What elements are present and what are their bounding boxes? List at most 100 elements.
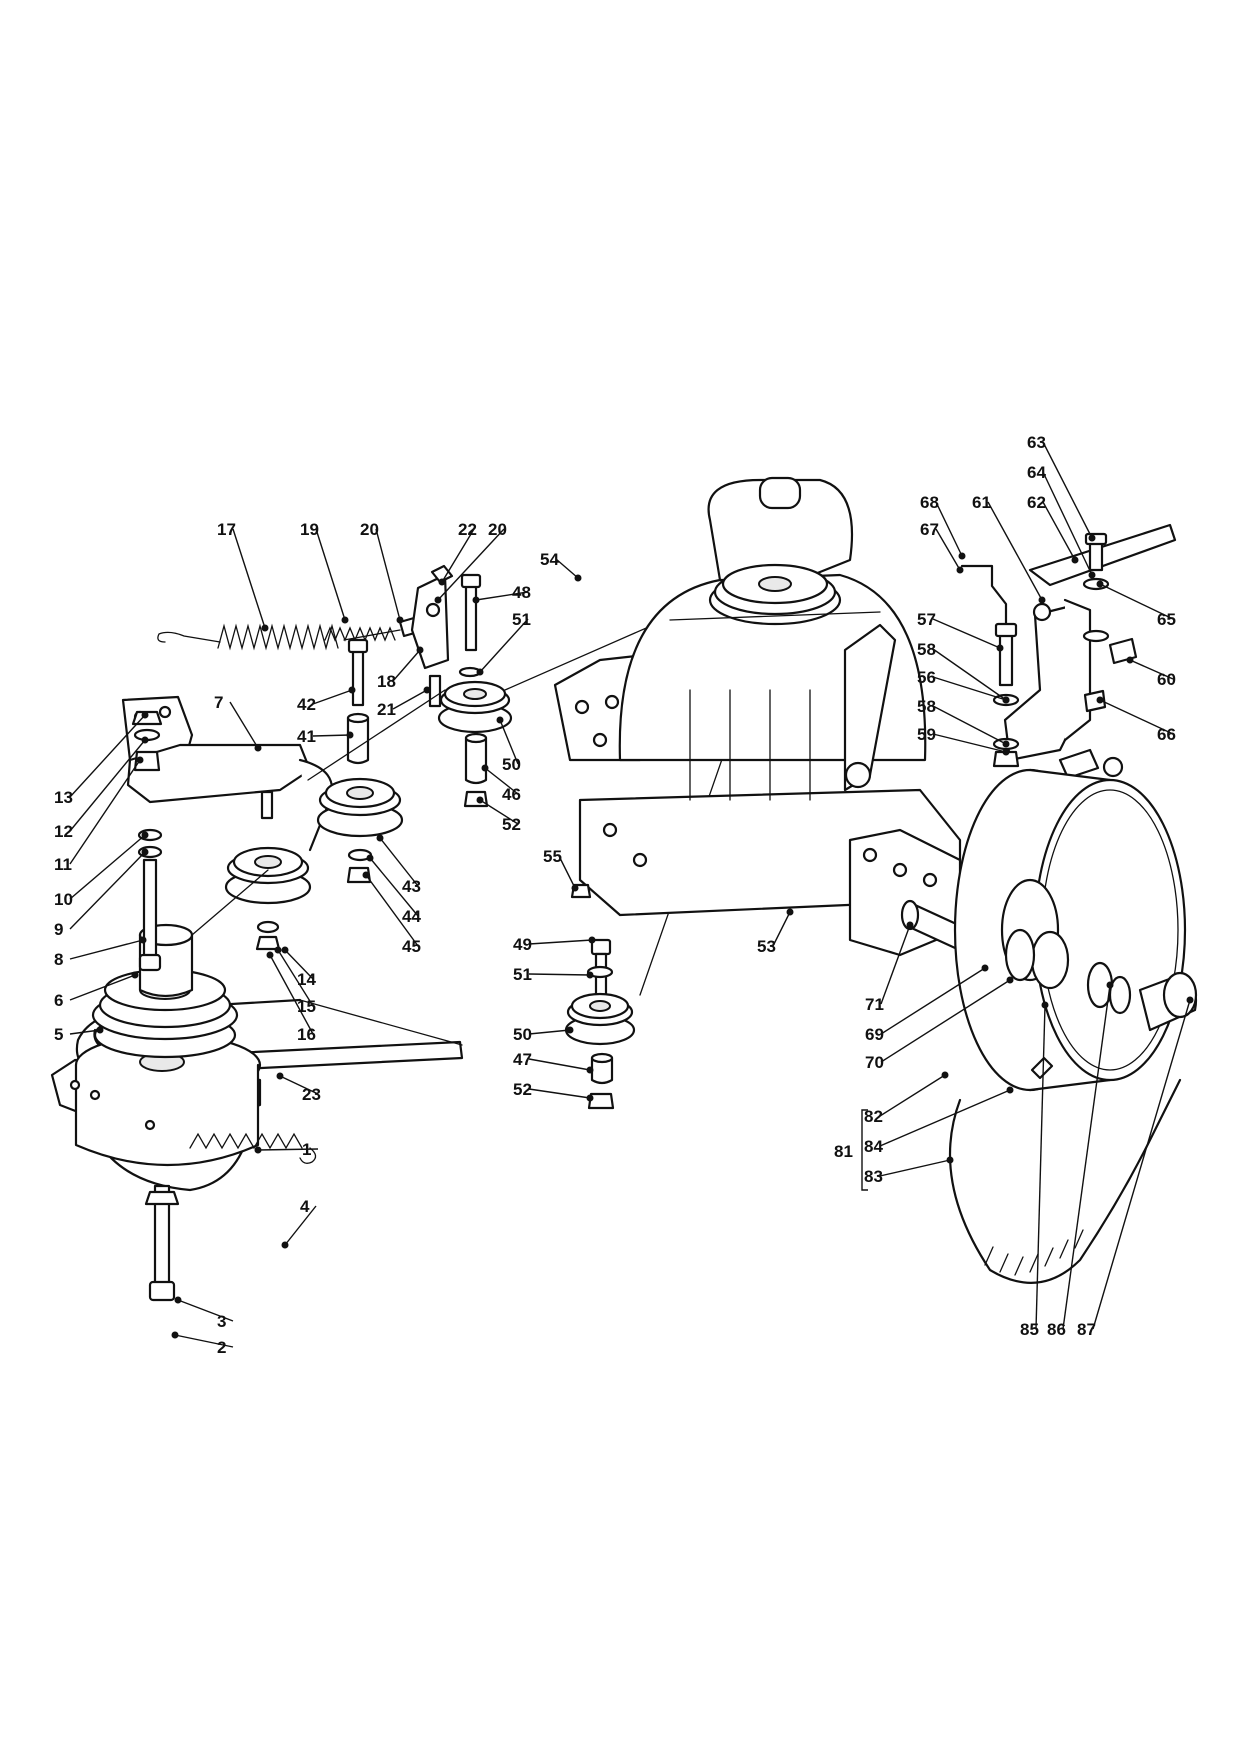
callout-label: 53: [757, 937, 776, 956]
callout-leader: [69, 759, 141, 865]
callout-label: 4: [300, 1197, 310, 1216]
callout-leader: [69, 739, 146, 832]
callout-leader: [935, 501, 963, 557]
callout-label: 58: [917, 697, 936, 716]
callout-leader: [1099, 583, 1174, 620]
callout-label: 51: [513, 965, 532, 984]
callout-label: 45: [402, 937, 421, 956]
callout-dot: [281, 1241, 289, 1249]
callout-leader: [279, 1075, 319, 1095]
callout-leader: [484, 767, 519, 795]
callout-label: 51: [512, 610, 531, 629]
callout-label: 43: [402, 877, 421, 896]
callout-leader: [69, 851, 146, 930]
callout-leader: [69, 939, 144, 960]
callout-leader: [1042, 471, 1093, 576]
callout-leader: [1129, 659, 1174, 680]
callout-leader: [1042, 501, 1076, 561]
callout-dot: [1041, 1001, 1049, 1009]
callout-dot: [476, 668, 484, 676]
control-bracket: [960, 523, 1177, 780]
callout-leader: [935, 528, 961, 571]
callout-label: 21: [377, 700, 396, 719]
spacer-bolt-pair: [346, 638, 370, 765]
callout-label: 60: [1157, 670, 1176, 689]
callout-label: 83: [864, 1167, 883, 1186]
callout-label: 56: [917, 668, 936, 687]
callout-dot: [1071, 556, 1079, 564]
callout-label: 70: [865, 1053, 884, 1072]
callout-leader: [69, 974, 136, 1001]
callout-leader: [69, 714, 146, 798]
callout-label: 13: [54, 788, 73, 807]
callout-dot: [1088, 571, 1096, 579]
callout-dot: [1088, 534, 1096, 542]
callout-leader: [555, 558, 579, 579]
callout-label: 7: [214, 693, 223, 712]
callout-label: 20: [488, 520, 507, 539]
callout-leader: [528, 973, 591, 976]
callout-dot: [396, 616, 404, 624]
callout-leader: [269, 954, 314, 1035]
callout-dot: [141, 831, 149, 839]
callout-dot: [1038, 596, 1046, 604]
rear-wheel-rim: [953, 768, 1187, 1092]
callout-leader: [479, 799, 519, 825]
callout-leader: [1092, 999, 1191, 1330]
callout-dot: [571, 884, 579, 892]
callout-label: 50: [502, 755, 521, 774]
callout-dot: [434, 596, 442, 604]
callout-label: 63: [1027, 433, 1046, 452]
callout-label: 5: [54, 1025, 63, 1044]
callout-dot: [171, 1331, 179, 1339]
idler-pulley-right: [437, 573, 513, 808]
callout-label: 52: [502, 815, 521, 834]
idler-pulley-center: [316, 777, 404, 884]
callout-label: 87: [1077, 1320, 1096, 1339]
callout-dot: [941, 1071, 949, 1079]
wheel-tire: [948, 1078, 1182, 1284]
callout-label: 68: [920, 493, 939, 512]
callout-label: 62: [1027, 493, 1046, 512]
callout-label: 57: [917, 610, 936, 629]
callout-dot: [586, 971, 594, 979]
callout-leader: [528, 1058, 591, 1071]
callout-dot: [276, 1072, 284, 1080]
callout-leader: [880, 924, 911, 1005]
callout-leader: [475, 591, 529, 601]
callout-dot: [588, 936, 596, 944]
wheel-hub-parts: [1004, 928, 1198, 1080]
callout-leader: [257, 1148, 319, 1151]
tension-spring: [157, 623, 401, 651]
callout-leader: [315, 528, 346, 621]
callout-leader: [1062, 984, 1111, 1330]
callout-dot: [586, 1094, 594, 1102]
callout-label: 15: [297, 997, 316, 1016]
callout-label: 3: [217, 1312, 226, 1331]
adjusting-rod: [324, 616, 420, 642]
callout-label: 41: [297, 727, 316, 746]
callout-label: 44: [402, 907, 421, 926]
callout-dot: [348, 686, 356, 694]
callout-label: 71: [865, 995, 884, 1014]
callout-dot: [141, 848, 149, 856]
callout-dot: [416, 646, 424, 654]
callout-leader: [1099, 699, 1174, 735]
callout-dot: [1002, 740, 1010, 748]
callout-label: 69: [865, 1025, 884, 1044]
callout-leader: [69, 1029, 101, 1035]
callout-label: 59: [917, 725, 936, 744]
callout-label: 48: [512, 583, 531, 602]
callout-leader: [558, 855, 576, 889]
callout-label: 55: [543, 847, 562, 866]
callout-dot: [566, 1026, 574, 1034]
callout-dot: [131, 971, 139, 979]
callout-label: 61: [972, 493, 991, 512]
callout-label: 47: [513, 1050, 532, 1069]
callout-dot: [956, 566, 964, 574]
callout-dot: [1006, 1086, 1014, 1094]
callout-label: 46: [502, 785, 521, 804]
callout-label: 19: [300, 520, 319, 539]
callout-dot: [1126, 656, 1134, 664]
